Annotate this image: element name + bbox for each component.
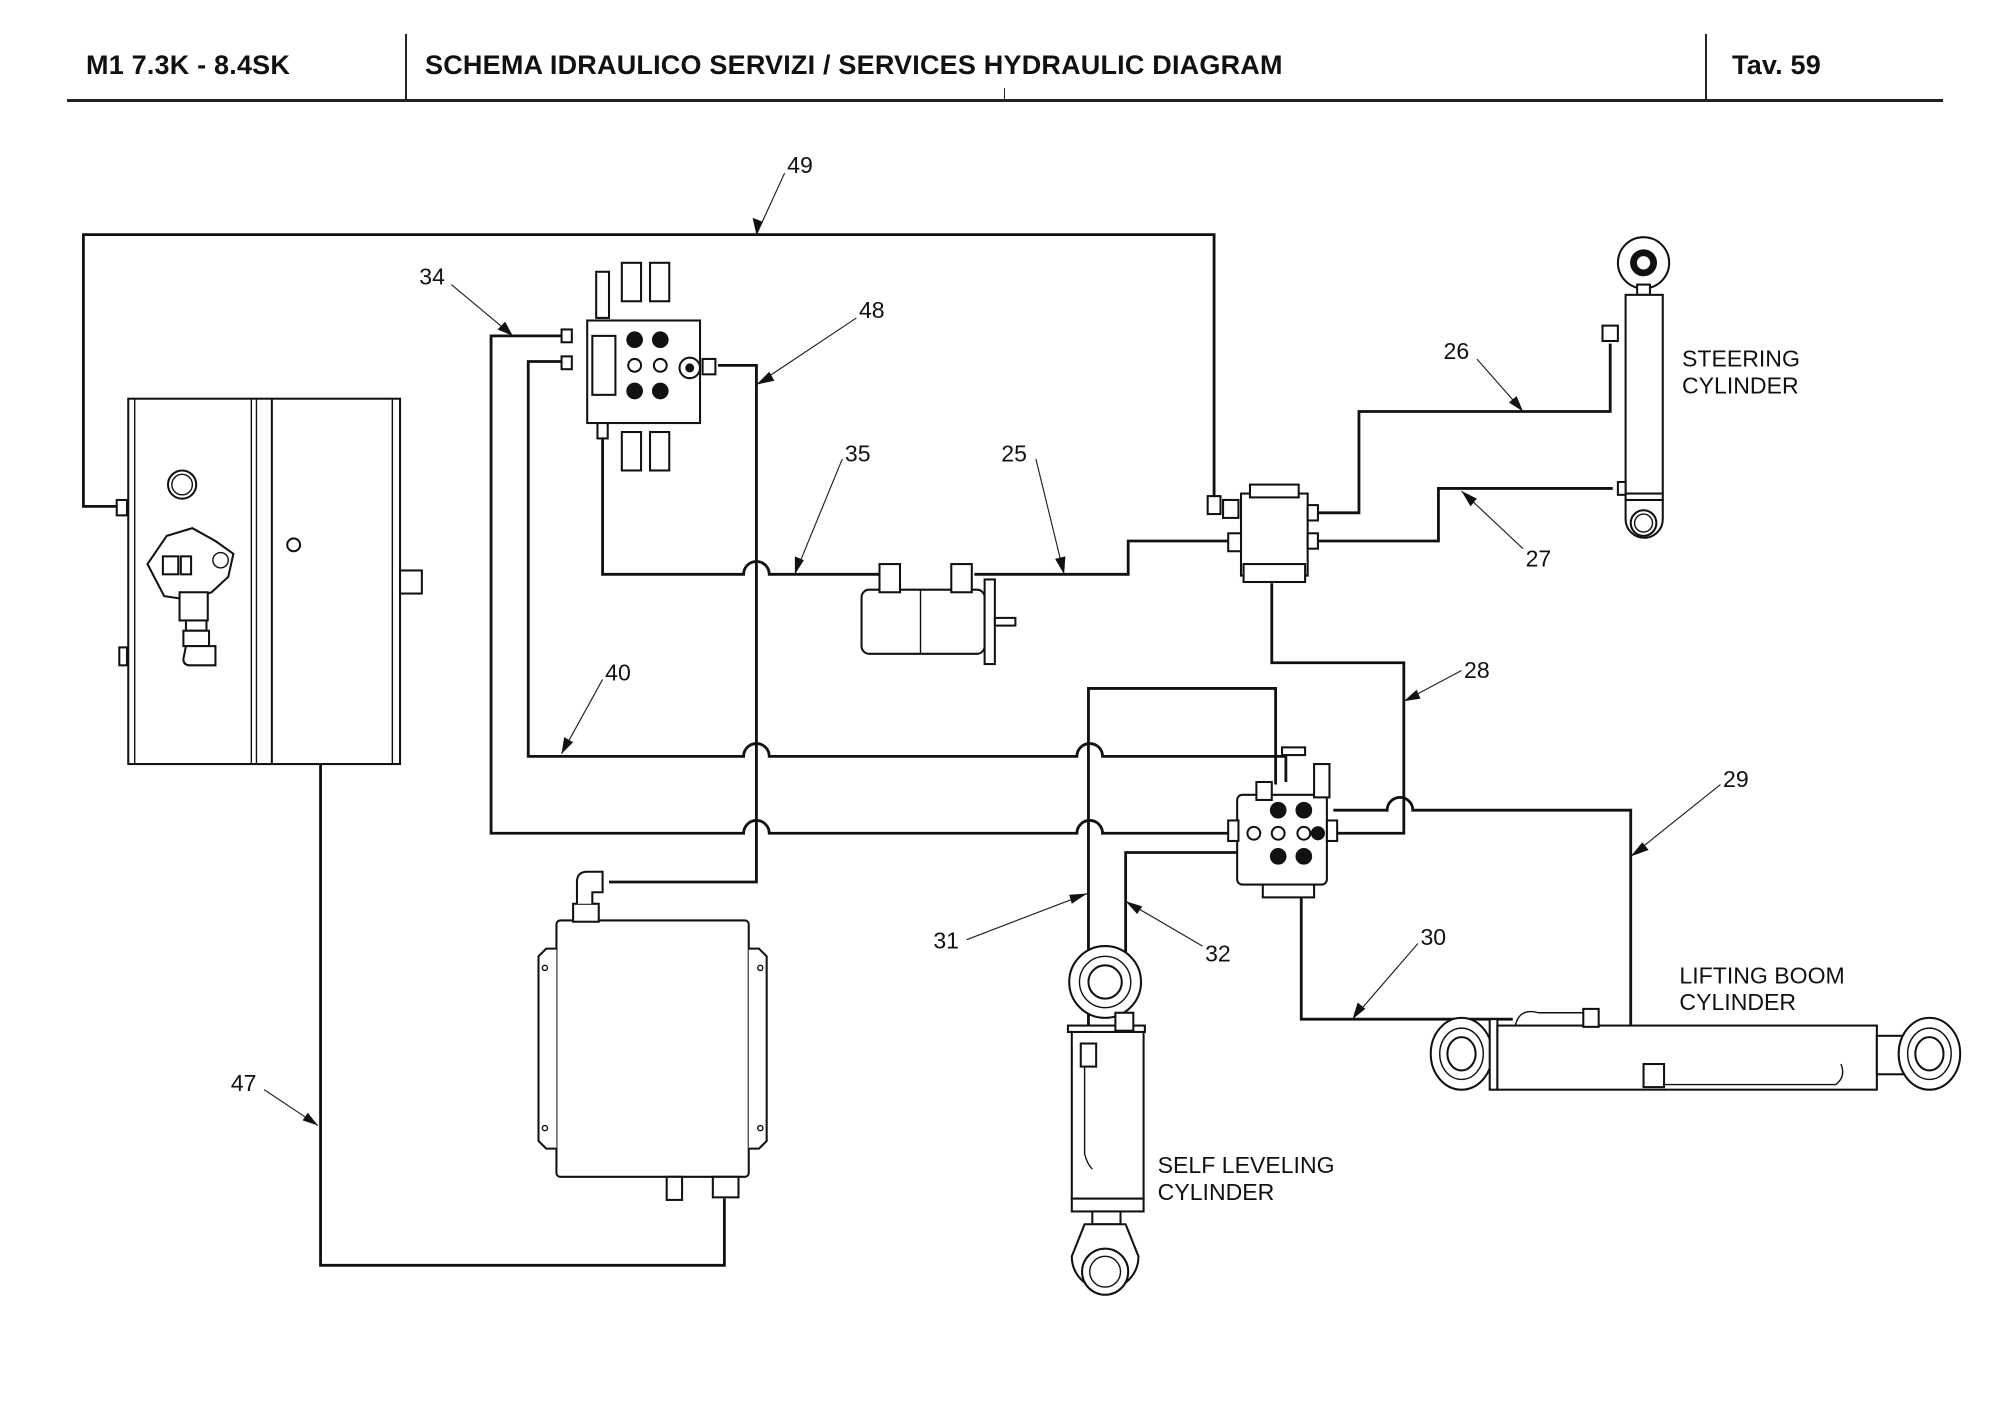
hydraulic-motor <box>860 563 1017 666</box>
callout-label-40: 40 <box>605 660 631 686</box>
self-leveling-cylinder <box>1066 945 1146 1296</box>
callout-label-26: 26 <box>1444 338 1470 364</box>
leveling-cylinder-label-line2: CYLINDER <box>1158 1179 1275 1205</box>
diagram-title: SCHEMA IDRAULICO SERVIZI / SERVICES HYDR… <box>425 50 1283 80</box>
header-divider <box>1705 34 1707 100</box>
lifting-boom-cylinder <box>1429 1007 1962 1091</box>
callout-25: 25 <box>1001 441 1066 575</box>
pipe-35 <box>601 435 883 576</box>
callout-label-35: 35 <box>845 441 871 467</box>
leveling-cylinder-label-line1: SELF LEVELING <box>1158 1152 1335 1178</box>
callout-label-30: 30 <box>1420 924 1446 950</box>
callout-label-31: 31 <box>933 928 959 954</box>
steering-unit <box>1206 483 1319 584</box>
header-divider <box>405 34 407 100</box>
pipe-29 <box>1333 795 1644 1076</box>
steering-cylinder-label-line1: STEERING <box>1682 346 1800 372</box>
callout-label-27: 27 <box>1526 546 1552 572</box>
header-rule <box>67 99 1943 102</box>
callout-30: 30 <box>1352 924 1446 1020</box>
pipe-48 <box>609 363 758 884</box>
callout-26: 26 <box>1444 338 1524 412</box>
header-center-tick <box>1004 88 1005 100</box>
table-number: Tav. 59 <box>1732 50 1821 80</box>
callout-label-34: 34 <box>419 264 445 290</box>
pipe-25 <box>974 539 1238 576</box>
model-label: M1 7.3K - 8.4SK <box>86 50 291 80</box>
pipe-31 <box>1087 687 1278 1052</box>
pipe-32 <box>1124 851 1238 975</box>
pipe-34 <box>489 334 1238 835</box>
callout-28: 28 <box>1403 657 1490 702</box>
callout-31: 31 <box>933 892 1088 954</box>
title-block: M1 7.3K - 8.4SK SCHEMA IDRAULICO SERVIZI… <box>0 0 2000 104</box>
main-control-valve <box>560 261 717 472</box>
pipe-40 <box>526 360 1288 782</box>
auxiliary-valve <box>1227 746 1339 899</box>
lifting-cylinder-label-line1: LIFTING BOOM <box>1679 962 1844 988</box>
callout-40: 40 <box>561 660 631 755</box>
callout-label-32: 32 <box>1205 940 1231 966</box>
callout-47: 47 <box>231 1070 319 1127</box>
callout-35: 35 <box>794 441 871 575</box>
pipe-28 <box>1270 583 1406 835</box>
callout-label-25: 25 <box>1001 441 1027 467</box>
steering-cylinder-label-line2: CYLINDER <box>1682 373 1799 399</box>
callout-49: 49 <box>752 152 813 235</box>
callout-32: 32 <box>1125 900 1231 966</box>
steering-cylinder <box>1601 236 1671 539</box>
pipe-27 <box>1314 487 1613 543</box>
lifting-cylinder-label-line2: CYLINDER <box>1679 989 1796 1015</box>
callout-label-29: 29 <box>1723 766 1749 792</box>
callout-label-47: 47 <box>231 1070 257 1096</box>
callout-27: 27 <box>1461 490 1552 572</box>
callout-label-28: 28 <box>1464 657 1490 683</box>
callout-48: 48 <box>756 297 885 386</box>
pipe-30 <box>1299 897 1513 1021</box>
hydraulic-tank <box>115 397 423 766</box>
callout-29: 29 <box>1630 766 1749 857</box>
oil-cooler <box>537 870 768 1201</box>
callout-label-48: 48 <box>859 297 885 323</box>
callout-34: 34 <box>419 264 514 337</box>
pipe-26 <box>1314 343 1612 515</box>
callout-label-49: 49 <box>787 152 813 178</box>
pipe-49 <box>81 233 1216 508</box>
